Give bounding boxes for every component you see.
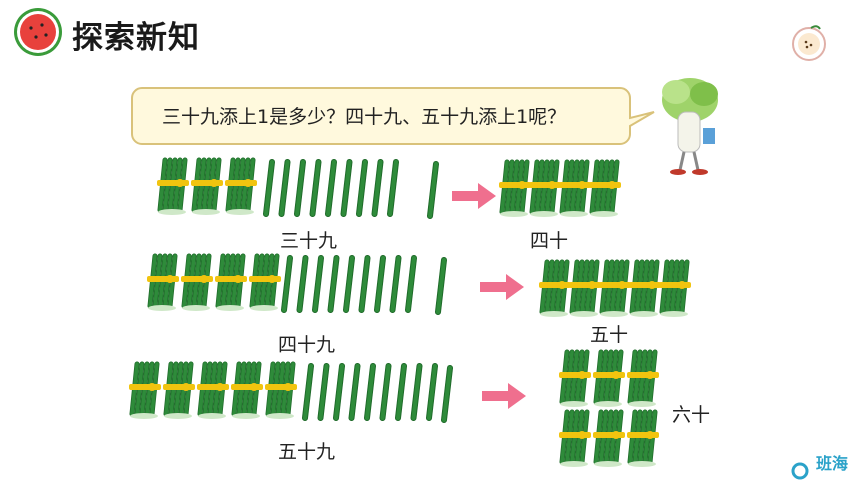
- row-2-left-label: 四十九: [278, 334, 336, 356]
- row-3-right-bundle: [593, 349, 625, 407]
- row-2-arrow: [480, 274, 524, 300]
- row-1-stick: [294, 159, 306, 217]
- row-2-stick: [312, 255, 324, 313]
- row-1-stick: [340, 159, 353, 217]
- row-2-stick: [296, 255, 309, 313]
- row-2-right-bundle: [539, 259, 571, 317]
- brand-name: 班海: [815, 454, 848, 473]
- row-1-left-bundle: [157, 157, 189, 215]
- row-1-right-bundle: [589, 159, 621, 217]
- row-2-right-bundle: [629, 259, 661, 317]
- row-2-left-bundle: [147, 253, 179, 311]
- row-3-stick: [426, 363, 438, 421]
- row-3-stick: [379, 363, 392, 421]
- row-3-left-bundle: [197, 361, 229, 419]
- row-1-stick: [371, 159, 384, 217]
- row-2-stick: [405, 255, 417, 313]
- row-2-right-bundle: [659, 259, 691, 317]
- row-2-left-bundle: [215, 253, 247, 311]
- row-1-added-stick: [427, 161, 439, 219]
- page-title: 探索新知: [72, 20, 200, 56]
- row-1-left-bundle: [225, 157, 257, 215]
- row-2-right-bundle: [569, 259, 601, 317]
- row-3-left-bundle: [163, 361, 195, 419]
- brand-logo-icon: [791, 462, 809, 480]
- row-3-stick: [333, 363, 345, 421]
- row-3-right-bundle: [627, 409, 659, 467]
- row-2-stick: [281, 255, 293, 313]
- row-1-right-bundle: [559, 159, 591, 217]
- row-3-left-bundle: [265, 361, 297, 419]
- row-1-left-label: 三十九: [280, 230, 338, 252]
- row-3-stick: [410, 363, 423, 421]
- row-3-left-bundle: [129, 361, 161, 419]
- row-1-right-label: 四十: [530, 230, 569, 252]
- row-3-left-bundle: [231, 361, 263, 419]
- row-2-stick: [374, 255, 386, 313]
- row-2-left-bundle: [249, 253, 281, 311]
- row-2-right-bundle: [599, 259, 631, 317]
- row-3-left-label: 五十九: [278, 441, 336, 463]
- row-2-stick: [389, 255, 402, 313]
- cabbage-teacher-icon: [662, 78, 718, 175]
- row-2-left-bundle: [181, 253, 213, 311]
- row-3-right-bundle: [593, 409, 625, 467]
- row-1-left-bundle: [191, 157, 223, 215]
- row-1-right-bundle: [529, 159, 561, 217]
- row-3-right-bundle: [627, 349, 659, 407]
- row-1-stick: [387, 159, 399, 217]
- row-3-stick: [364, 363, 376, 421]
- apple-icon: [792, 25, 826, 61]
- speech-bubble: [131, 87, 655, 145]
- row-1-stick: [278, 159, 291, 217]
- row-1-arrow: [452, 183, 496, 209]
- question-text: 三十九添上1是多少？四十九、五十九添上1呢？: [162, 106, 567, 128]
- row-3-stick: [395, 363, 407, 421]
- row-1-stick: [263, 159, 275, 217]
- row-1-stick: [325, 159, 337, 217]
- row-3-right-bundle: [559, 409, 591, 467]
- row-2-stick: [327, 255, 340, 313]
- row-1-stick: [356, 159, 368, 217]
- row-3-right-bundle: [559, 349, 591, 407]
- row-3-stick: [302, 363, 314, 421]
- row-1-stick: [309, 159, 322, 217]
- row-3-right-label: 六十: [672, 404, 711, 426]
- row-3-added-stick: [441, 365, 453, 423]
- row-2-right-label: 五十: [590, 324, 629, 346]
- row-2-stick: [343, 255, 355, 313]
- row-2-stick: [358, 255, 371, 313]
- row-2-added-stick: [435, 257, 447, 315]
- row-3-stick: [317, 363, 330, 421]
- row-1-right-bundle: [499, 159, 531, 217]
- watermelon-icon: [14, 8, 62, 56]
- row-3-stick: [348, 363, 361, 421]
- row-3-arrow: [482, 383, 526, 409]
